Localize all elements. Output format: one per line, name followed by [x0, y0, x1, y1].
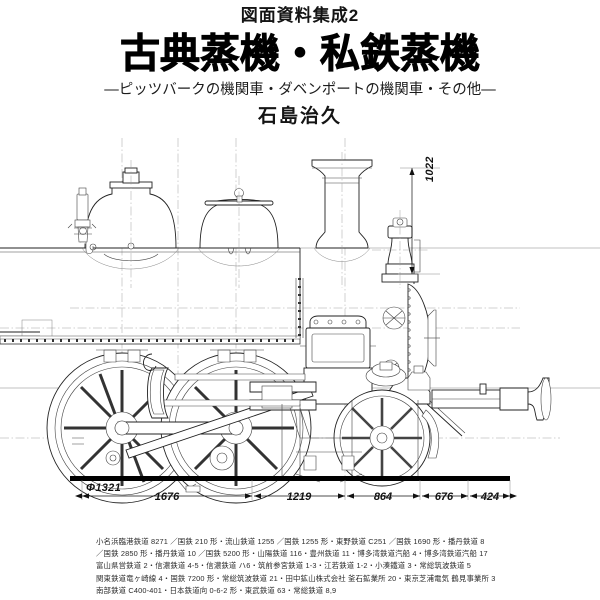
caption-line-3: 富山県営鉄道 2・信濃鉄道 4-5・信濃鉄道 ハ6・筑前参宮鉄道 1-3・江若鉄… [96, 561, 472, 571]
cylinder-assembly [300, 315, 431, 405]
locomotive-drawing: .l {fill:none;stroke:#222;stroke-width:0… [0, 138, 600, 510]
dimension-lines: 1676 1219 864 676 424 [75, 480, 517, 503]
smokestack [311, 152, 373, 288]
height-dimension-label: 1022 [424, 156, 436, 182]
height-dimension [398, 167, 440, 275]
locomotive-svg: .l {fill:none;stroke:#222;stroke-width:0… [0, 138, 600, 504]
boiler-assembly [0, 160, 301, 338]
caption-line-2: ／国鉄 2850 形・播丹鉄道 10 ／国鉄 5200 形・山陽鉄道 116・豊… [96, 549, 488, 559]
frame-rivet-band [0, 278, 304, 345]
safety-valve [67, 187, 97, 255]
page-title: 古典蒸機・私鉄蒸機 [120, 31, 481, 76]
caption-line-1: 小名浜臨港鉄道 8271 ／国鉄 210 形・流山鉄道 1255 ／国鉄 125… [96, 537, 485, 546]
caption-line-5: 南部鉄道 C400-401・日本鉄道向 0-6-2 形・東武鉄道 63・常総鉄道… [96, 585, 337, 595]
pilot-coupler [431, 377, 552, 421]
subtitle: —ピッツバークの機関車・ダベンポートの機関車・その他— [104, 82, 496, 99]
vertical-rivet-strip [298, 278, 301, 336]
wheel-diameter-label: Φ1321 [86, 482, 122, 494]
valve-gear [72, 349, 360, 493]
dim-value-864: 864 [374, 491, 392, 503]
dim-value-1219: 1219 [287, 491, 312, 503]
rail-line [70, 476, 510, 481]
author-name: 石島治久 [257, 106, 342, 128]
dim-value-1676: 1676 [155, 491, 180, 503]
title-block: 図面資料集成2 古典蒸機・私鉄蒸機 —ピッツバークの機関車・ダベンポートの機関車… [0, 0, 600, 140]
caption-line-4: 関東鉄道竜ヶ崎線 4・国鉄 7200 形・常総筑波鉄道 21・田中鉱山株式会社 … [96, 573, 496, 583]
dim-value-676: 676 [435, 491, 454, 503]
series-label: 図面資料集成2 [240, 6, 360, 25]
whistle [372, 210, 428, 288]
contents-caption: 小名浜臨港鉄道 8271 ／国鉄 210 形・流山鉄道 1255 ／国鉄 125… [96, 536, 508, 597]
dim-value-424: 424 [480, 491, 499, 503]
